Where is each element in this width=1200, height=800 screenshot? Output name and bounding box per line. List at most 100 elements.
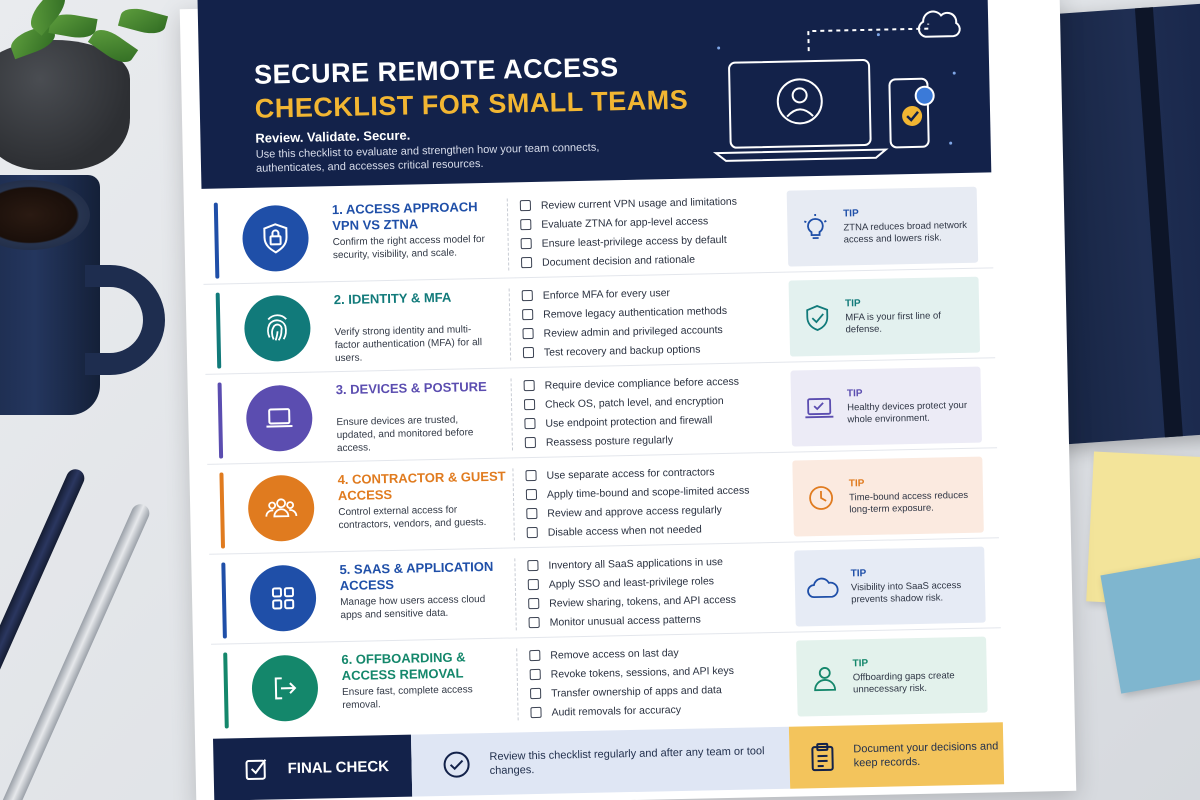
mug-handle <box>85 265 165 375</box>
divider <box>506 198 510 271</box>
checkbox[interactable] <box>524 436 536 449</box>
tip-label: TIP <box>844 298 861 310</box>
checklist: Use separate access for contractors Appl… <box>525 461 792 543</box>
section-title: 1. Access Approach VPN vs ZTNA <box>331 199 478 234</box>
exit-icon <box>251 654 319 722</box>
section-description: Control external access for contractors,… <box>338 504 487 532</box>
clock-icon <box>793 482 850 513</box>
checklist-sheet: Secure Remote Access Checklist for Small… <box>179 0 1077 800</box>
checkbox[interactable] <box>520 256 533 269</box>
section-title: 4. Contractor & Guest Access <box>337 468 506 504</box>
check-label: Review and approve access regularly <box>547 503 722 520</box>
check-label: Disable access when not needed <box>547 522 702 539</box>
footer-records: Document your decisions and keep records… <box>788 722 1005 789</box>
checkbox[interactable] <box>520 218 532 231</box>
section-accent-bar <box>213 202 220 279</box>
tip-text: MFA is your first line of defense. <box>845 310 941 336</box>
tip-text: Visibility into SaaS access prevents sha… <box>850 580 962 606</box>
footer-bar: Final Check Review this checklist regula… <box>213 722 1005 800</box>
check-label: Ensure least-privilege access by default <box>541 233 727 250</box>
tagline: Review. Validate. Secure. <box>255 127 411 146</box>
check-label: Remove access on last day <box>550 646 679 662</box>
tip-label: TIP <box>850 568 867 580</box>
check-label: Use endpoint protection and firewall <box>545 413 713 430</box>
tip-text: Healthy devices protect your whole envir… <box>847 399 968 426</box>
section-description: Manage how users access cloud apps and s… <box>340 594 486 622</box>
title-line-1: Secure Remote Access <box>253 52 619 90</box>
section-title: 5. SaaS & Application Access <box>339 558 494 594</box>
footer-records-text: Document your decisions and keep records… <box>853 740 999 770</box>
clipboard-icon <box>809 742 836 773</box>
checkbox[interactable] <box>523 398 536 411</box>
section-accent-bar <box>217 382 224 459</box>
section-row: 6. Offboarding & Access Removal Ensure f… <box>211 630 1003 735</box>
check-label: Review sharing, tokens, and API access <box>549 593 737 610</box>
checkbox[interactable] <box>522 346 535 359</box>
tip-box: TIP Time-bound access reduces long-term … <box>792 456 984 537</box>
checkbox[interactable] <box>521 289 533 302</box>
checkbox[interactable] <box>519 199 532 212</box>
people-icon <box>247 474 315 542</box>
shield-lock-icon <box>241 204 310 273</box>
tip-text: Time-bound access reduces long-term expo… <box>848 489 969 516</box>
section-title: 3. Devices & Posture <box>335 378 487 398</box>
tip-label: TIP <box>852 658 869 670</box>
checkbox[interactable] <box>530 687 542 700</box>
section-title: 6. Offboarding & Access Removal <box>341 649 466 684</box>
footer-reminder-text: Review this checklist regularly and afte… <box>489 745 765 777</box>
final-check-label: Final Check <box>287 757 390 777</box>
checkbox[interactable] <box>520 237 532 250</box>
checkbox[interactable] <box>523 379 535 392</box>
check-label: Transfer ownership of apps and data <box>550 683 722 700</box>
checkbox[interactable] <box>526 526 538 539</box>
checkbox[interactable] <box>524 417 536 430</box>
tip-box: TIP ZTNA reduces broad network access an… <box>786 186 979 267</box>
check-label: Test recovery and backup options <box>543 342 701 359</box>
section-title: 2. Identity & MFA <box>333 289 452 308</box>
checkbox[interactable] <box>525 469 537 482</box>
lightbulb-icon <box>787 212 844 243</box>
plant-pot <box>0 40 130 170</box>
check-label: Apply time-bound and scope-limited acces… <box>546 483 750 501</box>
divider <box>510 378 514 451</box>
checkbox[interactable] <box>529 668 541 681</box>
checklist: Enforce MFA for every user Remove legacy… <box>521 281 789 363</box>
checklist: Inventory all SaaS applications in use A… <box>527 551 794 633</box>
check-label: Require device compliance before access <box>544 375 740 392</box>
checkbox[interactable] <box>527 578 539 591</box>
fingerprint-icon <box>243 294 312 363</box>
silver-pen <box>0 501 153 800</box>
section-row: 2. Identity & MFA Verify strong identity… <box>203 270 996 375</box>
section-row: 4. Contractor & Guest Access Control ext… <box>207 450 999 555</box>
check-label: Evaluate ZTNA for app-level access <box>541 214 709 231</box>
title-line-2: Checklist for Small Teams <box>254 84 689 124</box>
checkbox[interactable] <box>522 308 534 321</box>
check-label: Check OS, patch level, and encryption <box>544 394 724 411</box>
checkbox[interactable] <box>529 649 541 662</box>
user-icon <box>797 662 854 693</box>
section-description: Confirm the right access model for secur… <box>332 233 486 262</box>
section-description: Verify strong identity and multi-factor … <box>334 324 483 365</box>
footer-reminder: Review this checklist regularly and afte… <box>410 726 791 797</box>
check-label: Review admin and privileged accounts <box>543 323 723 340</box>
checkbox[interactable] <box>528 616 540 629</box>
checkbox[interactable] <box>525 488 538 501</box>
notebook-band <box>1134 7 1183 438</box>
section-row: 1. Access Approach VPN vs ZTNA Confirm t… <box>201 180 994 285</box>
section-accent-bar <box>219 472 226 549</box>
check-label: Revoke tokens, sessions, and API keys <box>550 664 735 681</box>
divider <box>508 288 512 361</box>
checkbox[interactable] <box>527 559 539 572</box>
plant-leaf <box>117 4 169 38</box>
checklist: Review current VPN usage and limitations… <box>519 191 787 273</box>
section-row: 5. SaaS & Application Access Manage how … <box>209 540 1001 645</box>
sticky-note-blue <box>1100 556 1200 694</box>
checkbox[interactable] <box>530 706 542 719</box>
divider <box>512 468 515 541</box>
check-label: Use separate access for contractors <box>546 465 715 482</box>
section-accent-bar <box>221 562 227 639</box>
checkbox[interactable] <box>528 597 540 610</box>
checkbox[interactable] <box>522 327 534 340</box>
divider <box>516 648 519 721</box>
checkbox[interactable] <box>526 507 538 520</box>
